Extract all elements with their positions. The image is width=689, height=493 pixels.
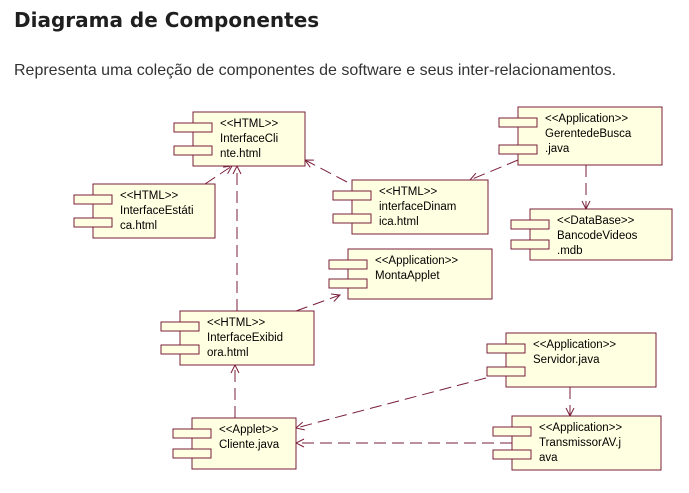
component-name-line: BancodeVideos: [557, 230, 638, 242]
component-body: [529, 208, 673, 261]
component-interface-estatica: <<HTML>> InterfaceEstáti ca.html: [73, 183, 216, 239]
component-port-bottom: [510, 239, 550, 250]
dependency-connectors: [204, 159, 586, 443]
component-body: [179, 310, 315, 366]
component-stereotype: <<Application>>: [539, 422, 622, 434]
component-name-line: Cliente.java: [219, 439, 280, 451]
component-port-bottom: [173, 145, 213, 156]
component-transmissor-av: <<Application>> TransmissorAV.j ava: [492, 415, 662, 471]
component-stereotype: <<Application>>: [533, 339, 616, 351]
component-port-top: [328, 259, 368, 270]
component-body: [191, 417, 297, 470]
component-port-bottom: [498, 144, 538, 155]
component-name-line: InterfaceExibid: [207, 332, 283, 344]
components-layer: <<HTML>> InterfaceCli nte.html <<Applicatio…: [73, 106, 673, 471]
component-name-line: nte.html: [220, 148, 261, 160]
component-monta-applet: <<Application>> MontaApplet: [328, 248, 493, 300]
component-port-top: [332, 190, 372, 201]
component-stereotype: <<Application>>: [545, 113, 628, 125]
component-interface-exibidora: <<HTML>> InterfaceExibid ora.html: [160, 310, 315, 366]
component-port-top: [498, 117, 538, 128]
component-port-bottom: [492, 449, 532, 460]
component-servidor: <<Application>> Servidor.java: [486, 332, 657, 388]
component-name-line: MontaApplet: [375, 270, 440, 282]
component-stereotype: <<DataBase>>: [557, 215, 635, 227]
component-interface-dinamica: <<HTML>> interfaceDinam ica.html: [332, 179, 489, 235]
page-subtitle: Representa uma coleção de componentes de…: [14, 62, 617, 79]
component-port-top: [173, 122, 213, 133]
component-port-top: [486, 343, 526, 354]
component-body: [505, 332, 657, 388]
component-port-bottom: [328, 278, 368, 289]
component-stereotype: <<Application>>: [375, 255, 458, 267]
component-body: [511, 415, 662, 471]
component-port-top: [73, 194, 113, 205]
component-name-line: ava: [539, 452, 558, 464]
component-name-line: ora.html: [207, 347, 249, 359]
component-name-line: .java: [545, 143, 570, 155]
component-port-bottom: [332, 213, 372, 224]
component-interface-cliente: <<HTML>> InterfaceCli nte.html: [173, 111, 306, 167]
component-gerente-de-busca: <<Application>> GerentedeBusca .java: [498, 106, 663, 166]
component-port-bottom: [160, 344, 200, 355]
component-body: [517, 106, 663, 166]
component-stereotype: <<Applet>>: [219, 424, 279, 436]
component-name-line: .mdb: [557, 245, 583, 257]
component-body: [351, 179, 489, 235]
component-stereotype: <<HTML>>: [207, 317, 265, 329]
component-name-line: TransmissorAV.j: [539, 437, 621, 449]
dependency-interface-estatica-to-interface-cliente: [204, 166, 232, 185]
component-port-top: [160, 321, 200, 332]
component-body: [347, 248, 493, 300]
component-stereotype: <<HTML>>: [120, 190, 178, 202]
component-port-top: [172, 428, 212, 439]
dependency-gerente-de-busca-to-interface-dinamica: [470, 159, 519, 180]
dependency-interface-exibidora-to-monta-applet: [295, 295, 340, 312]
component-name-line: GerentedeBusca: [545, 128, 632, 140]
component-body: [192, 111, 306, 167]
component-name-line: InterfaceEstáti: [120, 205, 194, 217]
component-port-top: [510, 219, 550, 230]
component-name-line: interfaceDinam: [379, 201, 456, 213]
dependency-servidor-to-cliente: [296, 377, 487, 428]
component-name-line: InterfaceCli: [220, 133, 278, 145]
component-port-bottom: [172, 448, 212, 459]
component-name-line: Servidor.java: [533, 354, 600, 366]
component-name-line: ica.html: [379, 216, 419, 228]
component-port-bottom: [486, 366, 526, 377]
component-port-top: [492, 426, 532, 437]
component-stereotype: <<HTML>>: [379, 186, 437, 198]
component-name-line: ca.html: [120, 220, 157, 232]
component-body: [92, 183, 216, 239]
component-stereotype: <<HTML>>: [220, 118, 278, 130]
component-banco-de-videos: <<DataBase>> BancodeVideos .mdb: [510, 208, 673, 261]
component-cliente: <<Applet>> Cliente.java: [172, 417, 297, 470]
page-title: Diagrama de Componentes: [14, 8, 320, 32]
dependency-interface-dinamica-to-interface-cliente: [305, 160, 348, 183]
component-port-bottom: [73, 217, 113, 228]
